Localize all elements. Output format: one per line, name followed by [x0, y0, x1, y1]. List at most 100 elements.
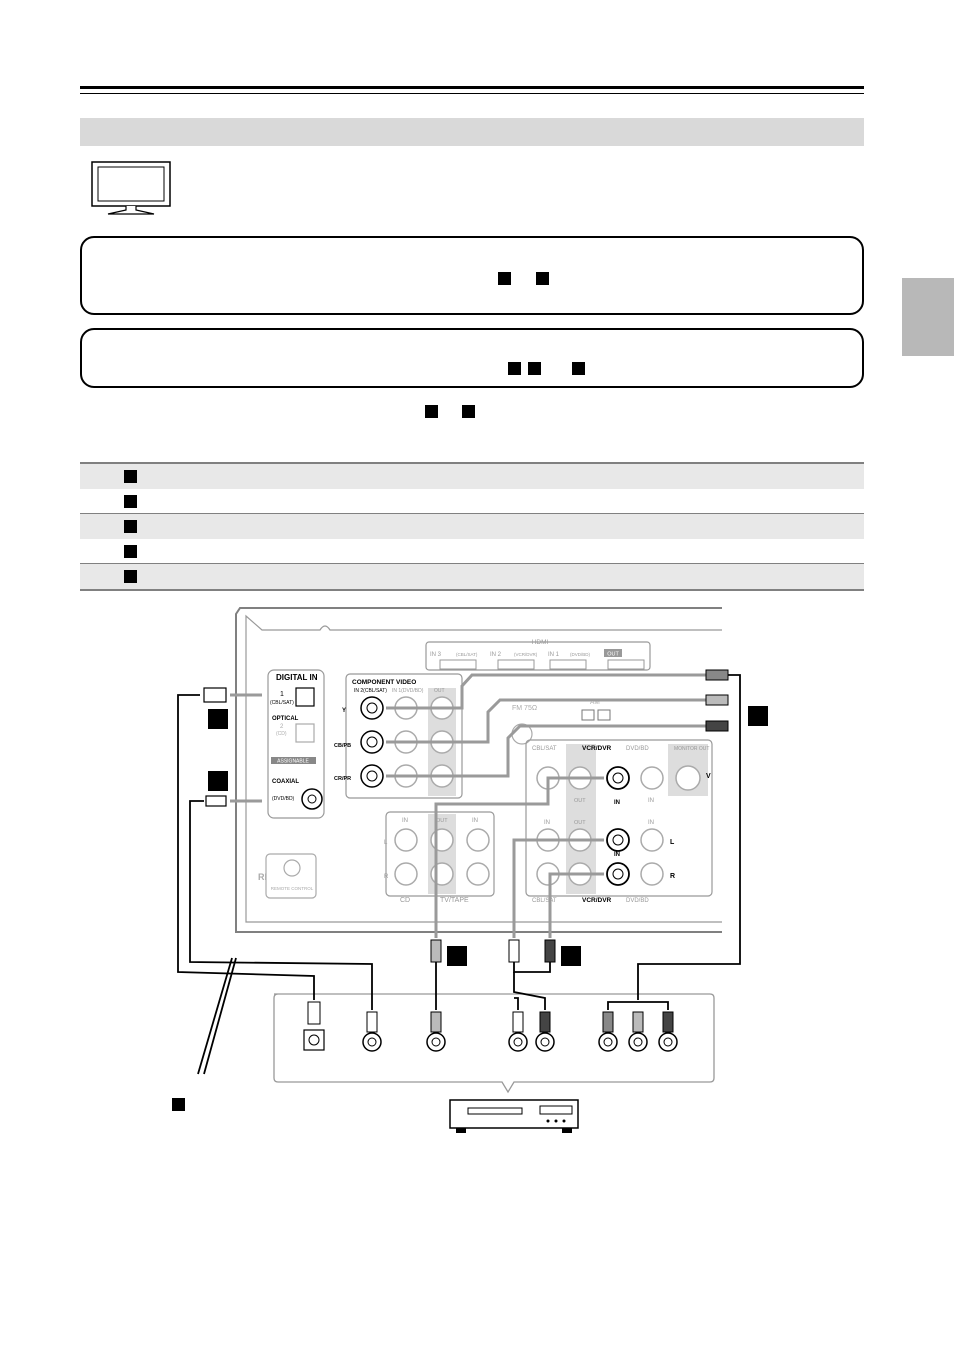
hdmi-in1-label: IN 1	[548, 652, 560, 658]
y-label: Y	[342, 708, 346, 714]
out-label: OUT	[574, 820, 586, 826]
tv-tape-label: TV/TAPE	[440, 897, 469, 904]
in-label: IN	[614, 800, 620, 806]
marker-square	[124, 494, 137, 508]
in-label: IN	[648, 798, 654, 804]
marker-square	[124, 470, 137, 483]
hdmi-in2-src: (VCR/DVR)	[514, 652, 538, 657]
optical-2-src: (CD)	[276, 731, 287, 737]
analog-av-block: CBL/SAT VCR/DVR DVD/BD MONITOR OUT V L R…	[525, 739, 713, 904]
vcr-dvr-label: VCR/DVR	[582, 897, 612, 904]
cable-table	[80, 462, 864, 591]
device-jacks	[362, 1032, 678, 1052]
marker-square	[447, 946, 467, 966]
table-row	[80, 489, 864, 514]
out-label: OUT	[574, 798, 586, 804]
marker-square	[572, 362, 585, 375]
in-label: IN	[544, 820, 550, 826]
cables-black	[177, 674, 741, 1075]
marker-square	[172, 1098, 185, 1111]
device-optical-jack	[303, 1029, 325, 1051]
marker-square	[124, 520, 137, 533]
remote-control-block: RI REMOTE CONTROL	[258, 853, 317, 899]
coaxial-src: (DVD/BD)	[272, 796, 295, 802]
optical-1-label: 1	[280, 691, 284, 698]
optical-1-src: (CBL/SAT)	[270, 700, 294, 706]
cables-gray	[230, 673, 706, 938]
connection-diagram: DIGITAL IN 1 (CBL/SAT) OPTICAL 2 (CD) AS…	[177, 607, 741, 1133]
assignable-label: ASSIGNABLE	[277, 759, 309, 765]
l-label: L	[670, 839, 675, 846]
hdmi-block: HDMI IN 3 (CBL/SAT) IN 2 (VCR/DVR) IN 1 …	[425, 639, 651, 671]
cr-pr-label: CR/PR	[334, 776, 351, 782]
in-label: IN	[648, 820, 654, 826]
v-label: V	[706, 773, 711, 780]
marker-square	[561, 946, 581, 966]
remote-control-label: REMOTE CONTROL	[271, 886, 314, 891]
source-device-panel	[273, 993, 715, 1094]
r-label: R	[384, 874, 389, 880]
marker-square	[124, 544, 137, 558]
header-rule-thick	[80, 86, 864, 89]
out-label: OUT	[436, 818, 448, 824]
table-row	[80, 563, 864, 589]
am-label: AM	[590, 699, 600, 706]
r-label: R	[670, 873, 675, 880]
section-heading-bar	[80, 118, 864, 146]
in-label: IN	[614, 852, 620, 858]
player-device-icon	[449, 1099, 579, 1133]
monitor-out-label: MONITOR OUT	[674, 746, 709, 752]
dvd-bd-label: DVD/BD	[626, 898, 649, 904]
hdmi-in3-label: IN 3	[430, 652, 442, 658]
cd-label: CD	[400, 897, 410, 904]
table-row	[80, 539, 864, 564]
in-label: IN	[402, 818, 408, 824]
marker-square	[498, 272, 511, 285]
table-row	[80, 464, 864, 489]
note-box-2	[80, 328, 864, 388]
marker-square	[748, 706, 768, 726]
fm-label: FM 75Ω	[512, 705, 537, 712]
optical-2-jack	[295, 723, 315, 743]
digital-in-label: DIGITAL IN	[276, 673, 318, 682]
in-label: IN	[472, 818, 478, 824]
cbl-sat-label: CBL/SAT	[532, 898, 557, 904]
marker-square	[508, 362, 521, 375]
hdmi-out-label: OUT	[607, 652, 619, 658]
comp-out-label: OUT	[434, 688, 445, 694]
component-video-block: COMPONENT VIDEO IN 2(CBL/SAT) IN 1(DVD/B…	[334, 673, 463, 799]
cbl-sat-label: CBL/SAT	[532, 746, 557, 752]
hdmi-in2-label: IN 2	[490, 652, 502, 658]
marker-square	[124, 570, 137, 583]
l-label: L	[384, 840, 388, 846]
dvd-bd-label: DVD/BD	[626, 746, 649, 752]
coaxial-jack	[301, 788, 323, 810]
vcr-dvr-label: VCR/DVR	[582, 745, 612, 752]
receiver-rear-panel	[235, 607, 722, 933]
table-row	[80, 513, 864, 539]
antenna-block: FM 75Ω AM	[511, 699, 611, 745]
marker-square	[462, 405, 475, 418]
hdmi-label: HDMI	[532, 639, 549, 646]
coaxial-label: COAXIAL	[272, 779, 299, 785]
marker-square	[425, 405, 438, 418]
header-rule-thin	[80, 93, 864, 94]
hdmi-in1-src: (DVD/BD)	[570, 652, 591, 657]
marker-square	[528, 362, 541, 375]
cd-tv-tape-block: IN OUT IN L R CD TV/TAPE	[384, 811, 495, 904]
cb-pb-label: CB/PB	[334, 743, 351, 749]
side-tab	[902, 278, 954, 356]
ri-label: RI	[258, 872, 267, 882]
comp-in2-label: IN 2(CBL/SAT)	[354, 688, 387, 694]
marker-square	[208, 771, 228, 791]
note-box-1	[80, 236, 864, 315]
hdmi-in3-src: (CBL/SAT)	[456, 652, 478, 657]
plugs	[203, 669, 729, 1033]
digital-in-block: DIGITAL IN 1 (CBL/SAT) OPTICAL 2 (CD) AS…	[267, 669, 325, 819]
tv-icon	[91, 161, 171, 215]
optical-label: OPTICAL	[272, 716, 299, 722]
comp-in1-label: IN 1(DVD/BD)	[392, 688, 424, 694]
marker-square	[208, 709, 228, 729]
component-video-label: COMPONENT VIDEO	[352, 679, 416, 686]
assignable-badge	[271, 757, 316, 764]
